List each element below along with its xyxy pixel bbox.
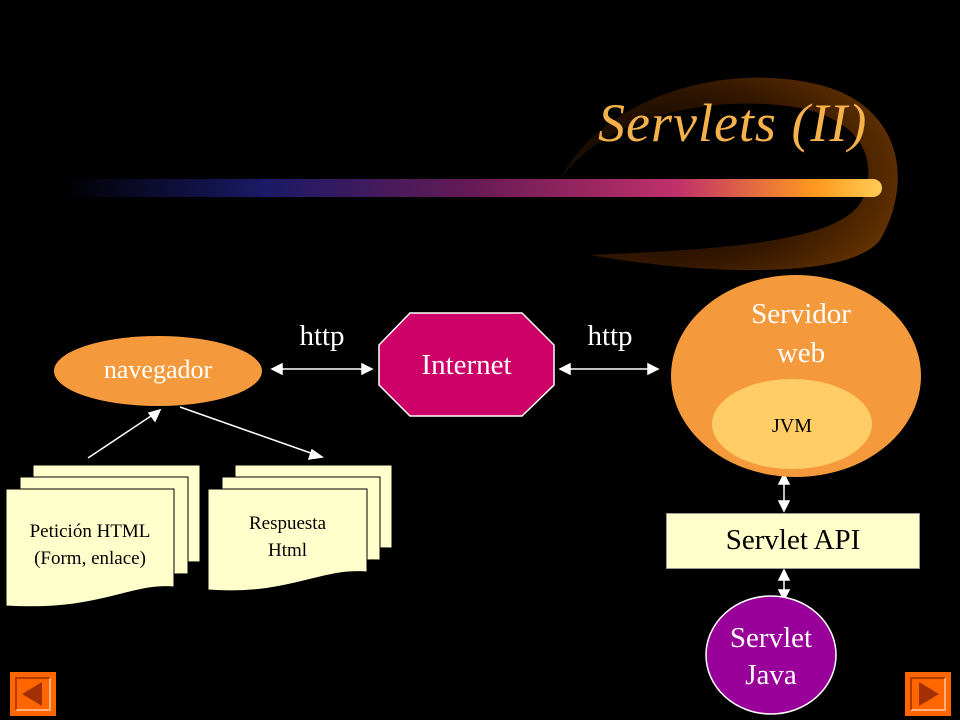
respuesta-label-line1: Respuesta [248,513,327,534]
servlet-java-label-line1: Servlet [729,622,813,654]
servlet-api-label: Servlet API [725,524,861,556]
navegador-ellipse [54,336,262,406]
http-left-label: http [299,320,345,352]
title-swoosh [60,77,898,271]
respuesta-document-stack [207,464,393,592]
servlet-java-circle [705,595,837,715]
next-slide-button[interactable] [905,672,951,716]
triangle-left-icon [22,682,42,706]
servlet-api-box [666,513,920,569]
slide-title: Servlets (II) [598,93,868,153]
connection-arrows [87,362,791,602]
servidor-label-line2: web [776,337,826,369]
jvm-ellipse [712,379,872,469]
peticion-label-line2: (Form, enlace) [34,548,146,569]
http-right-label: http [587,320,633,352]
respuesta-label-line2: Html [267,540,308,561]
jvm-label: JVM [771,415,812,437]
peticion-document-stack [5,464,201,608]
triangle-right-icon [919,682,939,706]
internet-label: Internet [421,349,512,381]
servidor-label-line1: Servidor [751,298,851,330]
navegador-label: navegador [103,355,213,384]
servlet-java-label-line2: Java [745,659,797,691]
previous-slide-button[interactable] [10,672,56,716]
peticion-label-line1: Petición HTML [29,521,151,542]
internet-octagon [378,312,555,417]
